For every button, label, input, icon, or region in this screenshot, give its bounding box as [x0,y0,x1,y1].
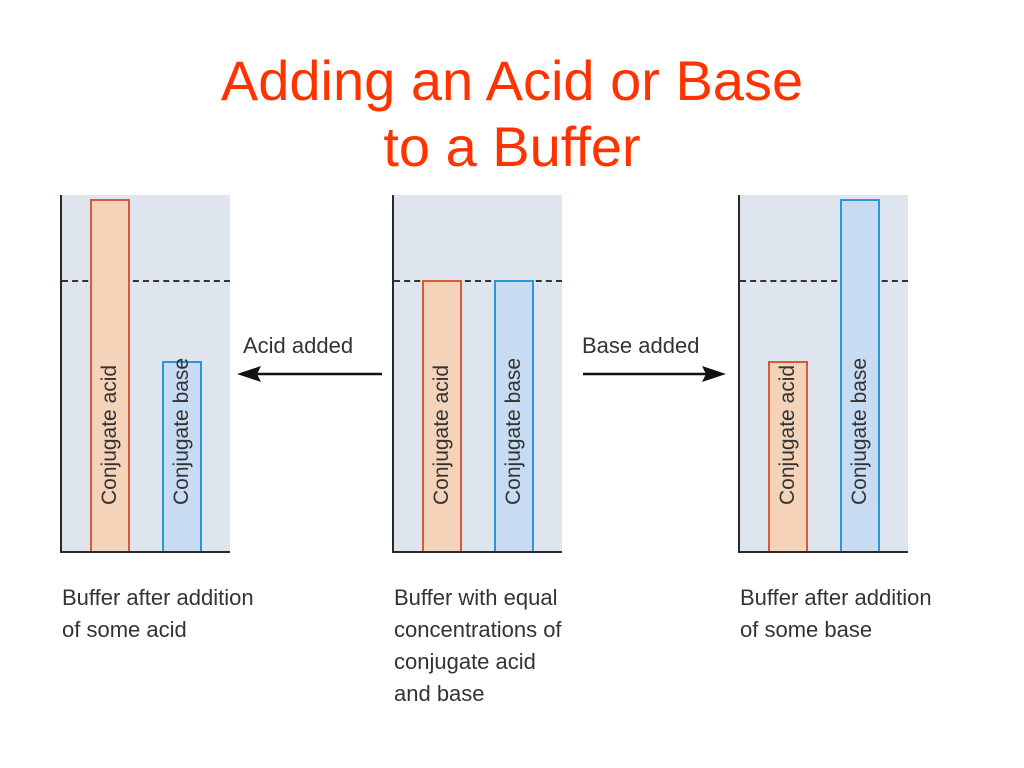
y-axis [60,195,62,553]
bar-label: Conjugate acid [98,364,121,505]
bar-conjugate-acid: Conjugate acid [768,361,808,551]
caption-line: conjugate acid [394,649,536,674]
bar-conjugate-base: Conjugate base [162,357,202,551]
caption-line: and base [394,681,485,706]
bar-label: Conjugate base [170,357,193,505]
caption-base-added: Buffer after addition of some base [740,582,990,646]
bar-label: Conjugate acid [776,364,799,505]
caption-equal: Buffer with equal concentrations of conj… [394,582,644,710]
bar-label: Conjugate base [502,357,525,505]
panel-background [392,195,562,553]
y-axis [738,195,740,553]
equal-level-line [394,280,562,282]
acid-added-label: Acid added [243,333,354,358]
title-line-1: Adding an Acid or Base [220,49,804,112]
bar-label: Conjugate base [848,357,871,505]
caption-line: Buffer after addition [740,585,932,610]
bar-conjugate-acid: Conjugate acid [90,199,130,551]
arrow-left-icon [237,366,382,382]
caption-line: of some base [740,617,873,642]
arrow-right-icon [583,366,726,382]
page-title: Adding an Acid or Base to a Buffer [0,48,1024,180]
y-axis [392,195,394,553]
bar-conjugate-base: Conjugate base [494,280,534,551]
panel-background [60,195,230,553]
equal-level-line [62,280,230,282]
panel-base-added: Conjugate acid Conjugate base [738,195,908,555]
bar-label: Conjugate acid [430,364,453,505]
x-axis [60,551,230,553]
x-axis [738,551,908,553]
caption-line: concentrations of [394,617,562,642]
x-axis [392,551,562,553]
title-line-2: to a Buffer [383,115,641,178]
caption-acid-added: Buffer after addition of some acid [62,582,312,646]
bar-conjugate-acid: Conjugate acid [422,280,462,551]
caption-line: Buffer after addition [62,585,254,610]
base-added-label: Base added [582,333,700,358]
bar-conjugate-base: Conjugate base [840,199,880,551]
panel-acid-added: Conjugate acid Conjugate base [60,195,230,555]
equal-level-line [740,280,908,282]
panel-background [738,195,908,553]
caption-line: of some acid [62,617,187,642]
panel-equal: Conjugate acid Conjugate base [392,195,562,555]
caption-line: Buffer with equal [394,585,558,610]
